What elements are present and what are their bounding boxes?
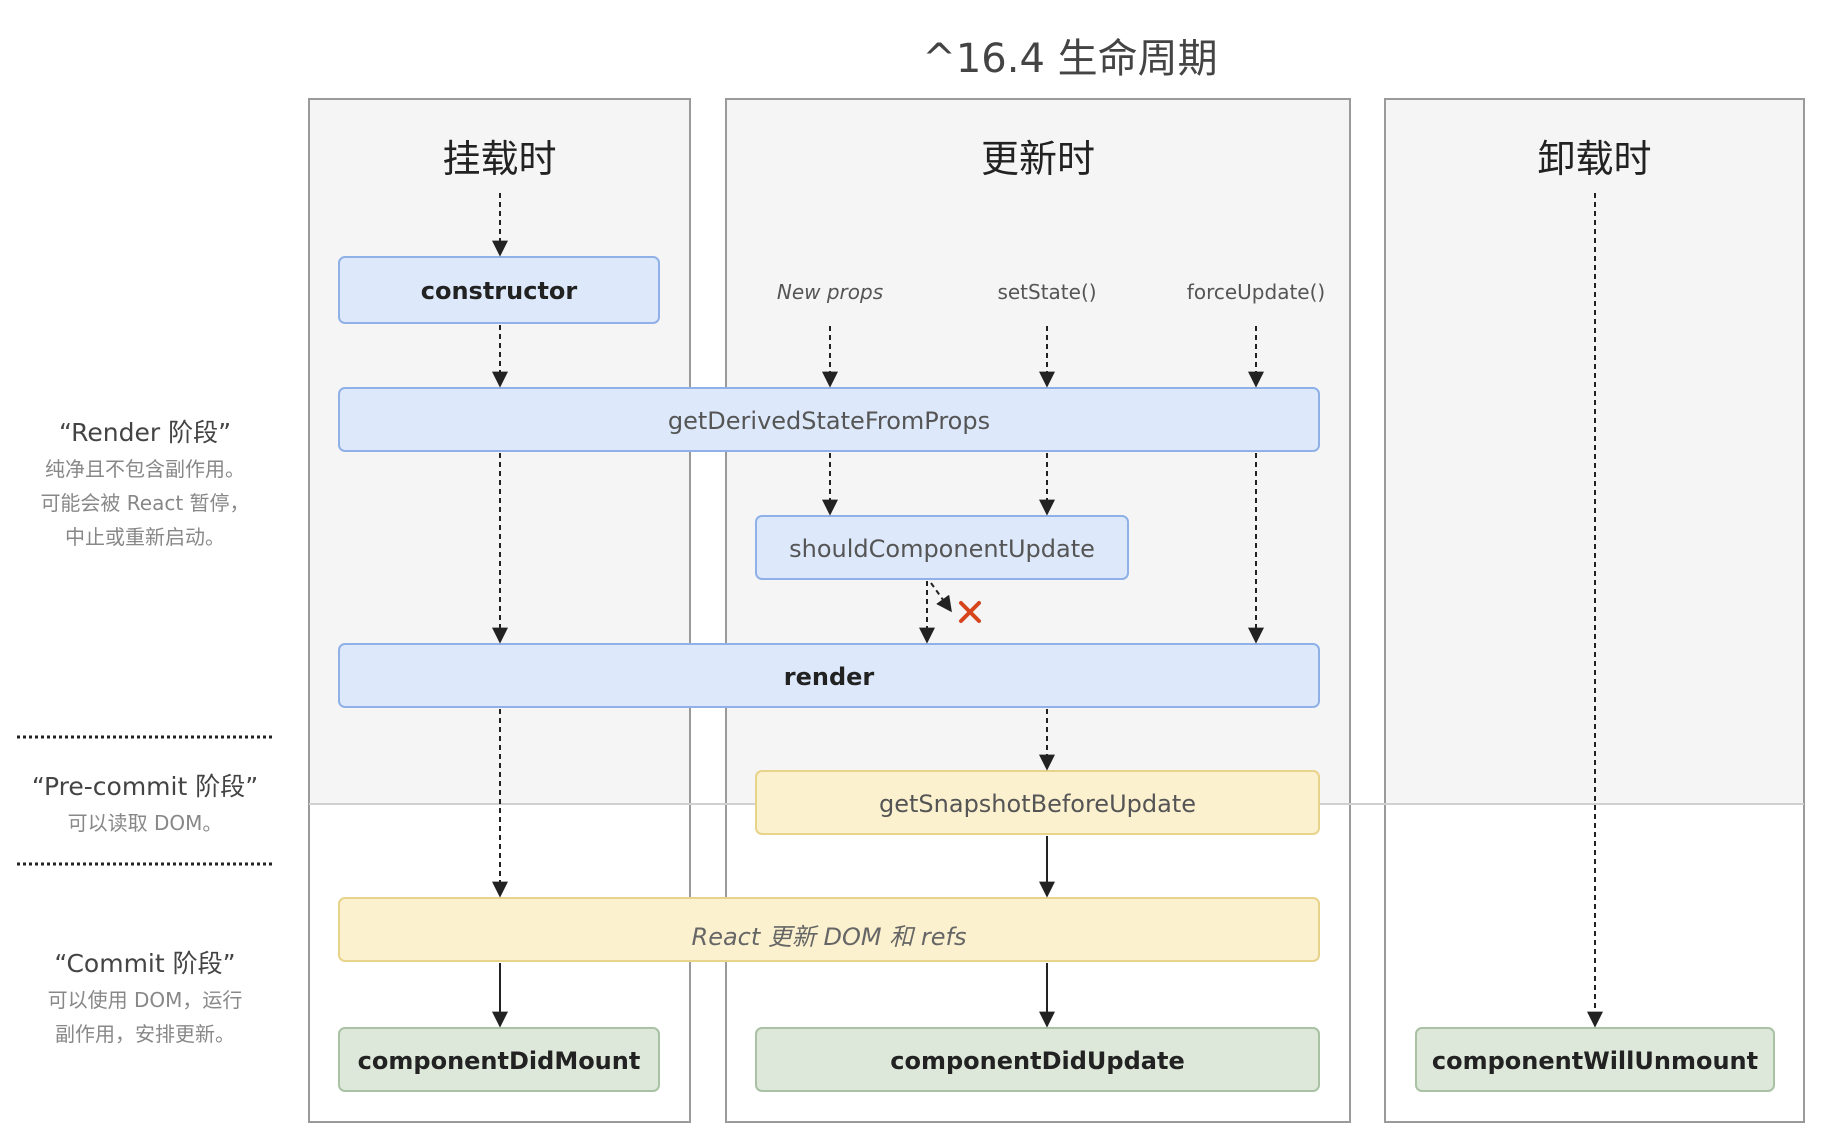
get-derived-state-box bbox=[338, 387, 1320, 452]
render-stage-label: “Render 阶段” bbox=[58, 418, 232, 447]
component-did-update-box bbox=[755, 1027, 1320, 1092]
did-update-label: componentDidUpdate bbox=[890, 1047, 1185, 1075]
snapshot-label: getSnapshotBeforeUpdate bbox=[879, 790, 1196, 818]
page-title: ^16.4 生命周期 bbox=[922, 36, 1218, 82]
should-component-update-box bbox=[755, 515, 1129, 580]
react-updates-dom-label: React 更新 DOM 和 refs bbox=[691, 923, 967, 951]
trigger-set-state: setState() bbox=[997, 280, 1097, 304]
did-mount-label: componentDidMount bbox=[357, 1047, 641, 1075]
react-updates-dom-box bbox=[338, 897, 1320, 962]
unmounting-title: 卸载时 bbox=[1537, 137, 1652, 181]
render-label: render bbox=[783, 663, 875, 691]
component-will-unmount-box bbox=[1415, 1027, 1775, 1092]
render-box bbox=[338, 643, 1320, 708]
constructor-label: constructor bbox=[420, 277, 578, 305]
get-snapshot-box bbox=[755, 770, 1320, 835]
trigger-force-update: forceUpdate() bbox=[1186, 280, 1326, 304]
scu-label: shouldComponentUpdate bbox=[789, 535, 1095, 563]
cancel-x-icon bbox=[959, 601, 981, 623]
render-stage-desc: 纯净且不包含副作用。 可能会被 React 暂停， 中止或重新启动。 bbox=[40, 457, 250, 549]
gdsfp-label: getDerivedStateFromProps bbox=[667, 407, 991, 435]
mounting-title: 挂载时 bbox=[442, 137, 557, 181]
trigger-new-props: New props bbox=[776, 280, 884, 304]
will-unmount-label: componentWillUnmount bbox=[1431, 1047, 1759, 1075]
commit-stage-label: “Commit 阶段” bbox=[54, 949, 236, 978]
constructor-box bbox=[338, 256, 660, 324]
arrow-scu-false-branch bbox=[930, 582, 952, 613]
updating-title: 更新时 bbox=[980, 137, 1095, 181]
commit-stage-desc: 可以使用 DOM，运行 副作用，安排更新。 bbox=[47, 988, 243, 1046]
component-did-mount-box bbox=[338, 1027, 660, 1092]
pre-commit-stage-label: “Pre-commit 阶段” bbox=[31, 772, 259, 801]
pre-commit-stage-desc: 可以读取 DOM。 bbox=[67, 811, 223, 835]
